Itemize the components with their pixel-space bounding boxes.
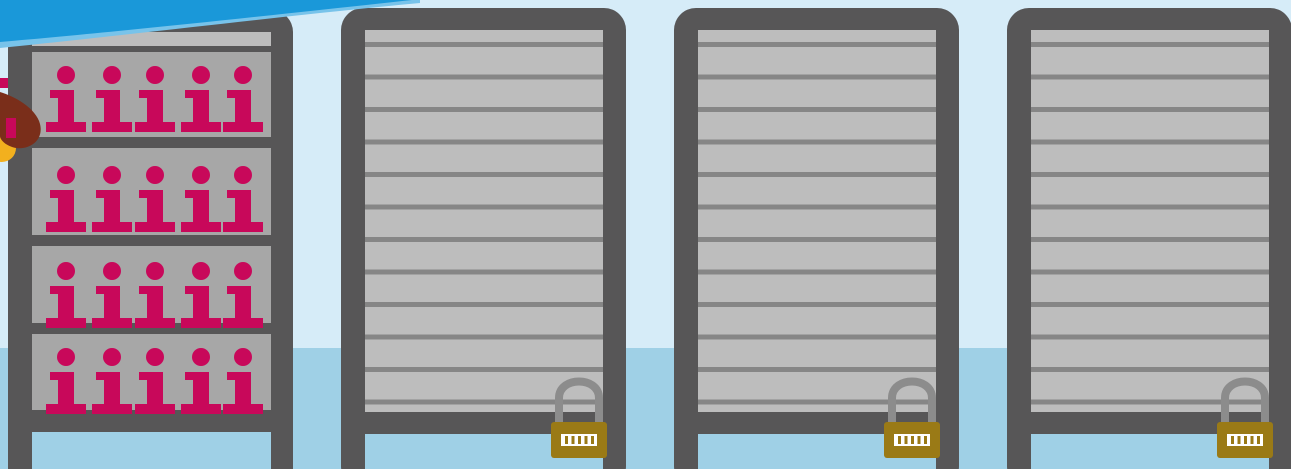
shutter-door xyxy=(1031,30,1269,412)
shutter-slat-line xyxy=(698,42,936,47)
shutter-slat-line xyxy=(365,75,603,80)
shutter-slat-line xyxy=(365,107,603,112)
shutter-slat-line xyxy=(698,205,936,210)
shutter-slat-line xyxy=(365,205,603,210)
shutter-slat-line xyxy=(1031,205,1269,210)
open-cabinet xyxy=(8,10,293,469)
shutter-slat-line xyxy=(698,400,936,405)
shutter-slat-line xyxy=(1031,107,1269,112)
shutter-slat-line xyxy=(698,140,936,145)
locked-cabinet-1 xyxy=(341,8,626,469)
shutter-slat-line xyxy=(698,270,936,275)
shutter-slat-line xyxy=(1031,302,1269,307)
shutter-slat-line xyxy=(1031,335,1269,340)
shutter-slat-line xyxy=(698,75,936,80)
shutter-slat-line xyxy=(365,237,603,242)
shutter-door xyxy=(365,30,603,412)
figure-accent xyxy=(0,78,8,88)
shelf-divider xyxy=(32,235,271,246)
open-cabinet-top-line xyxy=(32,46,271,52)
shutter-slat-line xyxy=(365,172,603,177)
shutter-slat-line xyxy=(1031,270,1269,275)
open-cabinet-base xyxy=(32,432,271,469)
shutter-slat-line xyxy=(698,367,936,372)
shutter-slat-line xyxy=(365,367,603,372)
shelf-divider xyxy=(32,137,271,148)
shutter-slat-line xyxy=(698,172,936,177)
shutter-slat-line xyxy=(698,302,936,307)
shutter-slat-line xyxy=(1031,75,1269,80)
locked-cabinet-2 xyxy=(674,8,959,469)
shutter-slat-line xyxy=(1031,237,1269,242)
shutter-slat-line xyxy=(1031,42,1269,47)
shutter-slat-line xyxy=(365,140,603,145)
shutter-slat-line xyxy=(365,42,603,47)
locked-cabinets xyxy=(341,8,1291,469)
shutter-slat-line xyxy=(365,335,603,340)
shutter-slat-line xyxy=(1031,172,1269,177)
shutter-slat-line xyxy=(698,335,936,340)
figure-accent xyxy=(6,118,16,138)
shutter-slat-line xyxy=(1031,140,1269,145)
shutter-slat-line xyxy=(1031,400,1269,405)
shutter-slat-line xyxy=(365,302,603,307)
shutter-slat-line xyxy=(1031,367,1269,372)
shutter-slat-line xyxy=(698,237,936,242)
shutter-slat-line xyxy=(365,270,603,275)
shutter-slat-line xyxy=(365,400,603,405)
shutter-slat-line xyxy=(698,107,936,112)
locked-cabinet-3 xyxy=(1007,8,1291,469)
shutter-door xyxy=(698,30,936,412)
